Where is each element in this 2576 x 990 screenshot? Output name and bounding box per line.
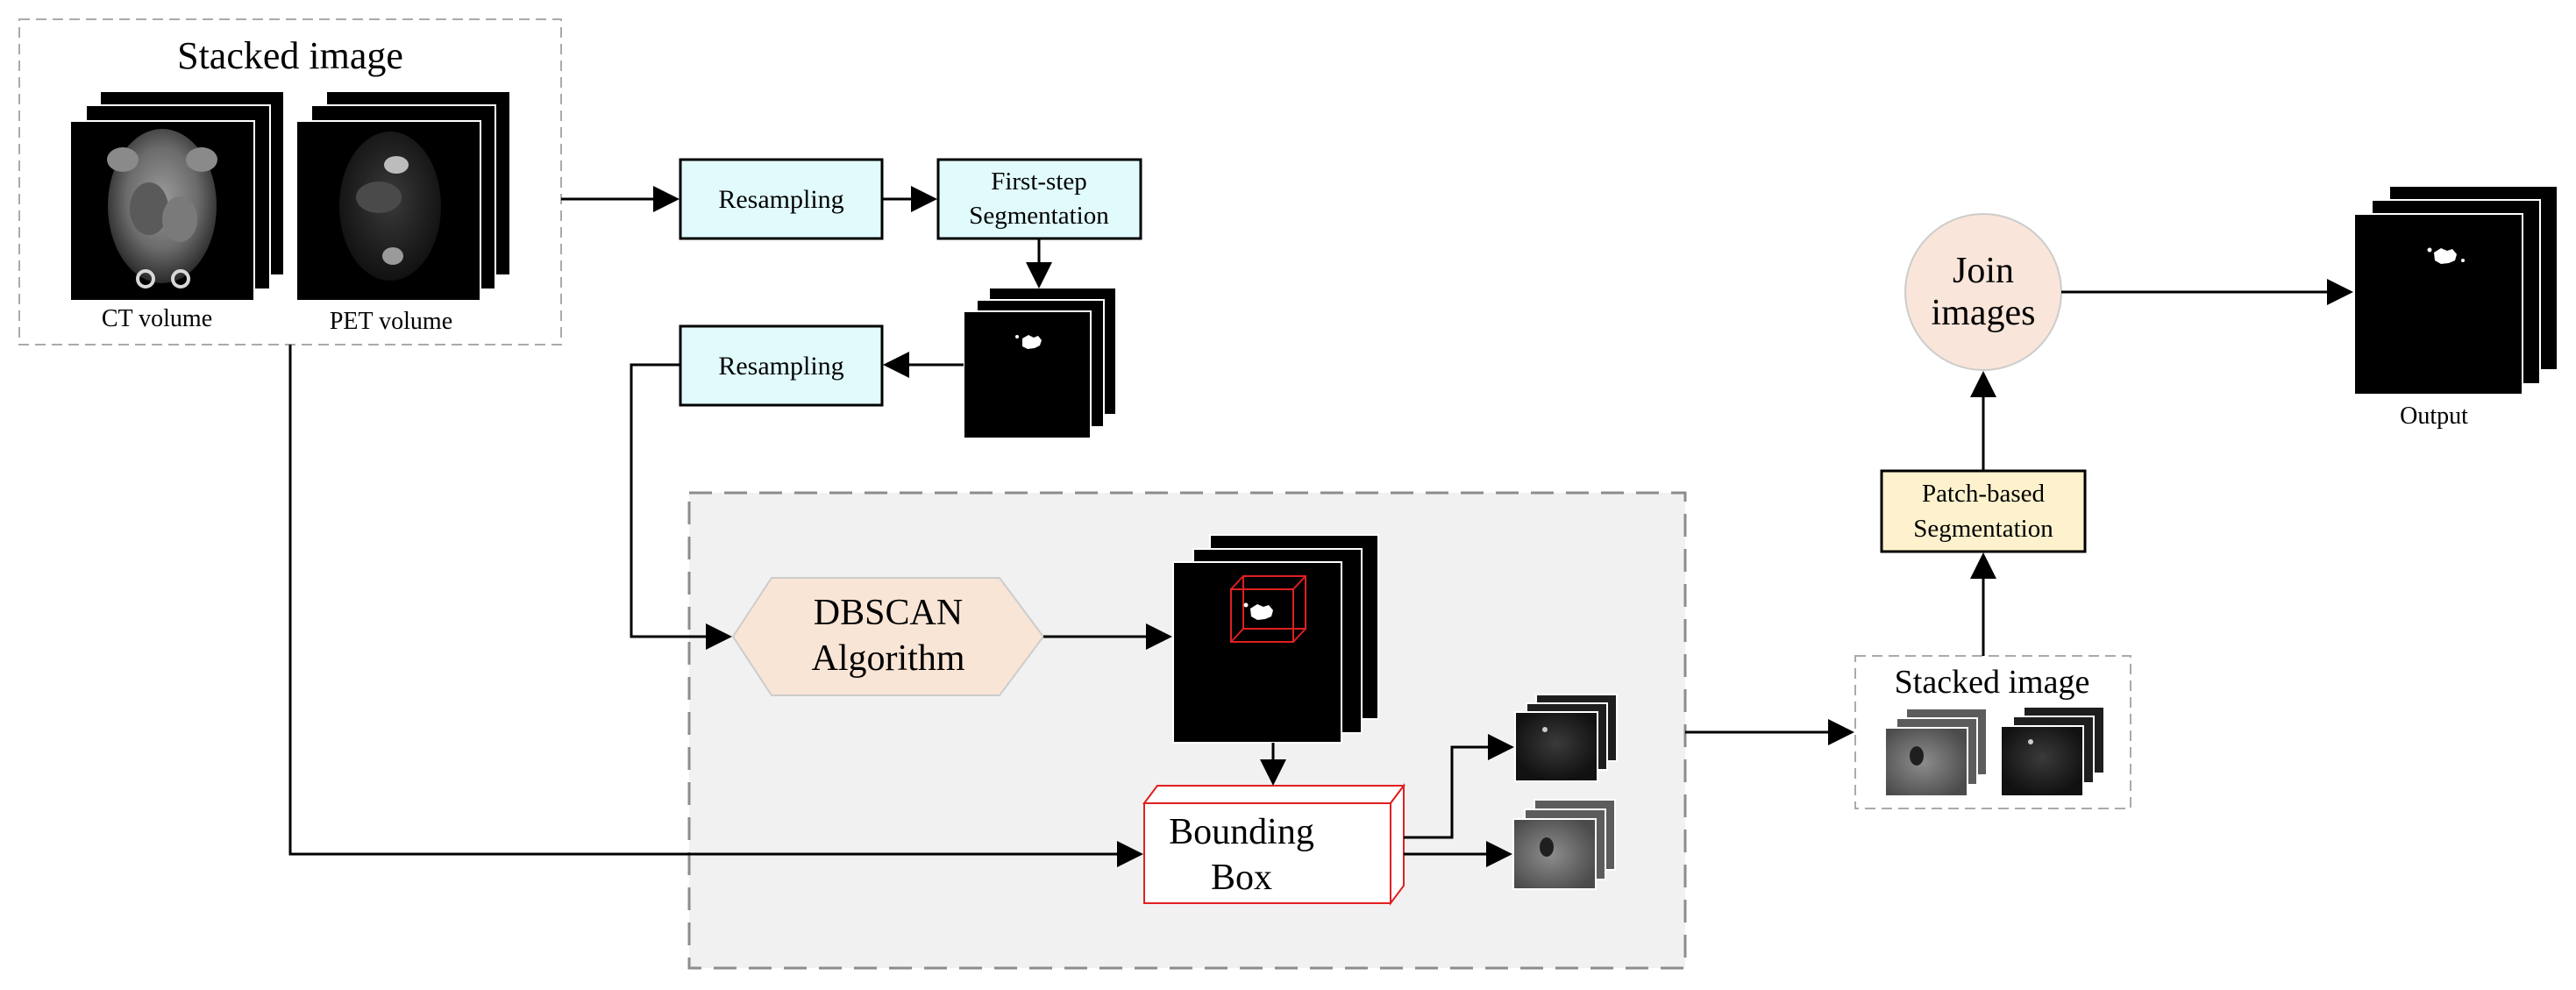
input-group-title: Stacked image xyxy=(177,34,403,77)
arrow-resampling-mid-to-dbscan xyxy=(630,363,732,650)
cropped-ct-patch-stack xyxy=(1512,799,1616,890)
stacked-right-ct-front xyxy=(1884,727,1968,797)
bounding-box-front xyxy=(1143,802,1391,904)
stacked-image-right-group: Stacked image xyxy=(1854,655,2131,809)
clustered-mask-stack xyxy=(1172,534,1379,744)
connectors xyxy=(288,186,2353,867)
pet-volume-label: PET volume xyxy=(330,308,452,335)
first-step-mask-stack xyxy=(963,287,1117,439)
join-line2: images xyxy=(1932,293,2036,333)
dbscan-line1: DBSCAN xyxy=(814,593,963,633)
first-step-line2: Segmentation xyxy=(969,202,1109,230)
output-front xyxy=(2353,213,2523,395)
arrow-bbox-to-pet-patch xyxy=(1404,734,1514,839)
patch-based-segmentation-box xyxy=(1880,469,2087,553)
bounding-box-line2: Box xyxy=(1211,858,1272,898)
ct-volume-label: CT volume xyxy=(102,305,212,332)
patch-seg-line1: Patch-based xyxy=(1922,480,2046,508)
red-bounding-cube xyxy=(1230,575,1306,643)
resampling-mid-box xyxy=(679,324,884,407)
bounding-box-line1: Bounding xyxy=(1169,812,1314,852)
ct-patch-front xyxy=(1512,818,1597,890)
input-stacked-image-group: Stacked image CT volume PET volume xyxy=(18,18,562,345)
first-step-mask-front xyxy=(963,310,1092,439)
cropped-pet-patch-stack xyxy=(1514,694,1618,782)
stacked-right-pet-front xyxy=(2000,725,2084,797)
dbscan-line2: Algorithm xyxy=(812,638,965,679)
stacked-right-title: Stacked image xyxy=(1895,664,2090,701)
clustered-mask-front xyxy=(1172,561,1342,744)
join-line1: Join xyxy=(1953,251,2014,291)
patch-seg-line2: Segmentation xyxy=(1913,515,2053,543)
first-step-segmentation-box xyxy=(936,158,1142,240)
pet-volume-stack: PET volume xyxy=(295,90,511,335)
ct-volume-stack: CT volume xyxy=(69,90,285,332)
bounding-box-node: Bounding Box xyxy=(1142,783,1405,906)
resampling-top-label: Resampling xyxy=(718,185,843,214)
output-stack: Output xyxy=(2353,185,2558,430)
pet-patch-front xyxy=(1514,711,1598,782)
resampling-top-box xyxy=(679,158,884,240)
resampling-mid-label: Resampling xyxy=(718,352,843,381)
output-label: Output xyxy=(2400,402,2468,430)
first-step-line1: First-step xyxy=(991,167,1087,196)
arrow-input-to-bbox xyxy=(288,345,1143,867)
join-images-circle xyxy=(1904,213,2062,371)
